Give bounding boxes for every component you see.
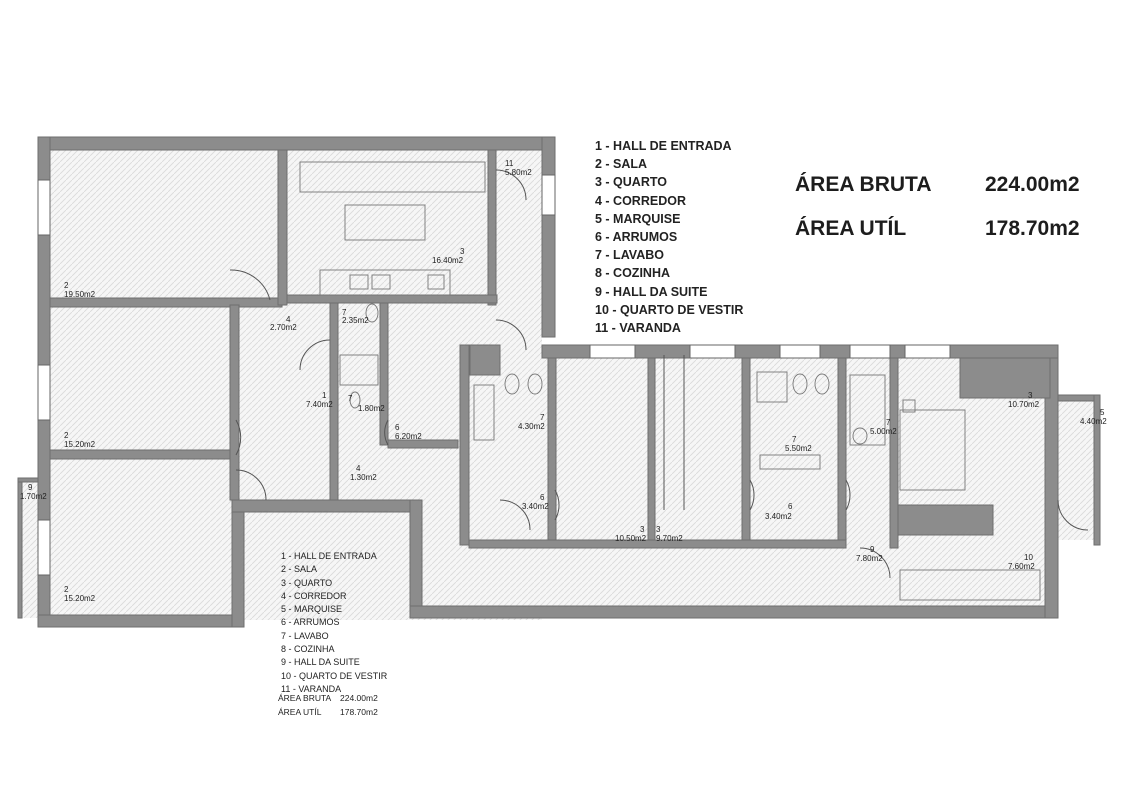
room-num: 3 xyxy=(640,525,645,534)
room-num: 11 xyxy=(505,159,514,168)
room-num: 4 xyxy=(286,315,291,324)
room-num: 6 xyxy=(395,423,400,432)
room-area: 19.50m2 xyxy=(64,290,96,299)
room-num: 6 xyxy=(540,493,545,502)
room-num: 7 xyxy=(342,308,347,317)
room-area: 5.80m2 xyxy=(505,168,532,177)
fixtures xyxy=(299,161,1041,601)
room-area: 5.50m2 xyxy=(785,444,812,453)
legend-item: 9 - HALL DA SUITE xyxy=(595,284,708,299)
legend-small-item: 9 - HALL DA SUITE xyxy=(281,657,360,668)
area-util-value: 178.70m2 xyxy=(985,217,1080,240)
legend-item: 8 - COZINHA xyxy=(595,266,670,281)
room-num: 6 xyxy=(788,502,793,511)
area-bruta-small-value: 224.00m2 xyxy=(340,693,378,703)
room-area: 9.70m2 xyxy=(656,534,683,543)
door-swings xyxy=(229,169,1089,579)
room-num: 7 xyxy=(540,413,545,422)
room-num: 5 xyxy=(1100,408,1105,417)
room-area: 10.50m2 xyxy=(615,534,647,543)
legend-item: 2 - SALA xyxy=(595,157,648,172)
room-num: 10 xyxy=(1024,553,1033,562)
legend-small-item: 8 - COZINHA xyxy=(281,644,335,655)
room-num: 4 xyxy=(356,464,361,473)
room-area: 3.40m2 xyxy=(522,502,549,511)
room-num: 2 xyxy=(64,585,69,594)
area-bruta-value: 224.00m2 xyxy=(985,173,1080,196)
legend-small-item: 7 - LAVABO xyxy=(281,630,329,641)
room-area: 15.20m2 xyxy=(64,594,96,603)
room-num: 7 xyxy=(886,418,891,427)
legend-small: 1 - HALL DE ENTRADA 2 - SALA 3 - QUARTO … xyxy=(281,550,387,696)
legend-small-item: 1 - HALL DE ENTRADA xyxy=(281,551,377,561)
area-util-label: ÁREA UTÍL xyxy=(795,217,907,240)
legend-small-item: 4 - CORREDOR xyxy=(281,590,347,601)
area-bruta-label: ÁREA BRUTA xyxy=(795,173,932,196)
room-area: 7.60m2 xyxy=(1008,562,1035,571)
room-num: 3 xyxy=(460,247,465,256)
room-num: 9 xyxy=(870,545,875,554)
room-area: 16.40m2 xyxy=(432,256,464,265)
area-bruta-small: ÁREA BRUTA 224.00m2 xyxy=(278,693,378,703)
room-num: 3 xyxy=(1028,391,1033,400)
room-num: 9 xyxy=(28,483,33,492)
room-num: 7 xyxy=(792,435,797,444)
room-area: 5.00m2 xyxy=(870,427,897,436)
room-num: 1 xyxy=(322,391,327,400)
legend-small-item: 6 - ARRUMOS xyxy=(281,617,340,628)
room-num: 3 xyxy=(656,525,661,534)
legend-item: 4 - CORREDOR xyxy=(595,193,686,208)
room-area: 10.70m2 xyxy=(1008,400,1040,409)
room-area: 15.20m2 xyxy=(64,440,96,449)
legend-small-item: 3 - QUARTO xyxy=(281,577,333,588)
room-area: 4.40m2 xyxy=(1080,417,1107,426)
area-util-small: ÁREA UTÍL 178.70m2 xyxy=(278,707,378,717)
legend-item: 7 - LAVABO xyxy=(595,248,664,263)
room-area: 7.40m2 xyxy=(306,400,333,409)
room-area: 6.20m2 xyxy=(395,432,422,441)
room-area: 3.40m2 xyxy=(765,512,792,521)
legend-item: 3 - QUARTO xyxy=(595,175,667,190)
area-util-small-value: 178.70m2 xyxy=(340,707,378,717)
room-area: 2.35m2 xyxy=(342,316,369,325)
room-area: 2.70m2 xyxy=(270,323,297,332)
legend-item: 6 - ARRUMOS xyxy=(595,230,678,245)
legend-small-item: 10 - QUARTO DE VESTIR xyxy=(281,670,388,681)
legend-item: 10 - QUARTO DE VESTIR xyxy=(595,302,744,317)
inner-walls xyxy=(17,149,1101,619)
room-num: 7 xyxy=(348,394,353,403)
room-num: 2 xyxy=(64,431,69,440)
room-area: 7.80m2 xyxy=(856,554,883,563)
room-labels: 2 19.50m2 2 15.20m2 2 15.20m2 9 1.70m2 3… xyxy=(20,159,1107,603)
room-area: 1.70m2 xyxy=(20,492,47,501)
room-area: 4.30m2 xyxy=(518,422,545,431)
room-area: 1.30m2 xyxy=(350,473,377,482)
area-bruta-small-label: ÁREA BRUTA xyxy=(278,693,332,703)
legend-small-item: 2 - SALA xyxy=(281,564,318,575)
legend: 1 - HALL DE ENTRADA 2 - SALA 3 - QUARTO … xyxy=(595,137,743,337)
room-num: 2 xyxy=(64,281,69,290)
legend-item: 5 - MARQUISE xyxy=(595,211,681,226)
area-util-small-label: ÁREA UTÍL xyxy=(278,707,322,717)
legend-item: 1 - HALL DE ENTRADA xyxy=(595,139,732,153)
legend-small-item: 5 - MARQUISE xyxy=(281,604,343,615)
windows xyxy=(37,174,951,576)
room-area: 1.80m2 xyxy=(358,404,385,413)
legend-small-item: 11 - VARANDA xyxy=(281,683,342,694)
floor-fill xyxy=(18,150,1100,620)
legend-item: 11 - VARANDA xyxy=(595,321,681,336)
